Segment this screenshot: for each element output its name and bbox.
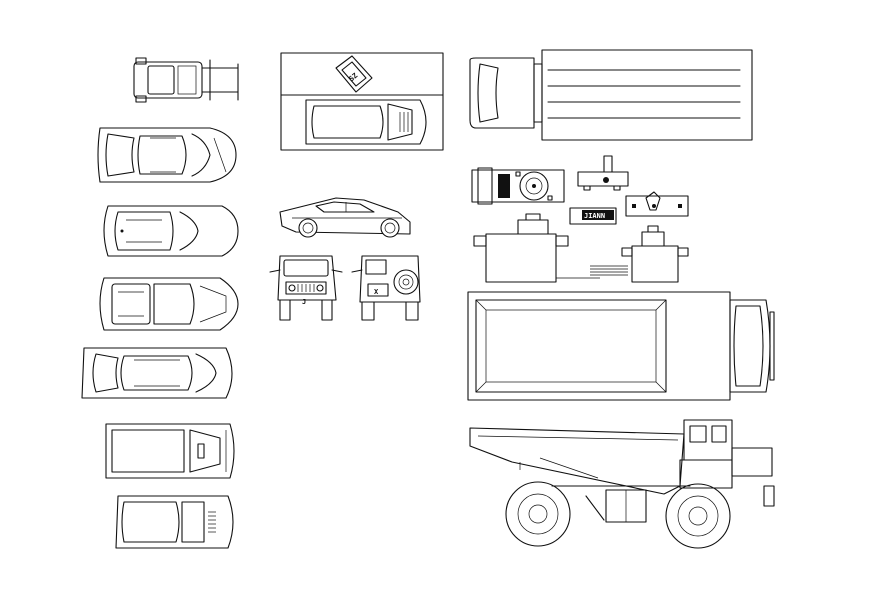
car-with-door-frame: SZ — [280, 52, 444, 151]
coupe-side-view — [279, 197, 411, 238]
hatchback-top-view — [103, 205, 239, 257]
door-marking: SZ — [348, 72, 360, 84]
forklift-top-view — [133, 57, 239, 103]
rear-plate-text: X — [374, 288, 379, 296]
sports-car-top-view — [99, 277, 239, 331]
suv-rear-view: X — [351, 255, 421, 321]
pickup-top-view — [105, 423, 235, 479]
sedan-top-view-1 — [97, 127, 237, 183]
front-plate-text: J — [302, 298, 306, 306]
sedan-top-view-2 — [81, 347, 233, 399]
servo-components: JIANN — [471, 155, 689, 283]
suv-front-view: J — [269, 255, 343, 321]
mining-dump-truck-side-view — [469, 419, 775, 549]
servo-logo-text: JIANN — [584, 212, 605, 220]
compact-car-top-view — [115, 495, 234, 549]
dump-truck-top-view — [467, 291, 775, 401]
truck-with-trailer-top-view — [469, 49, 753, 141]
